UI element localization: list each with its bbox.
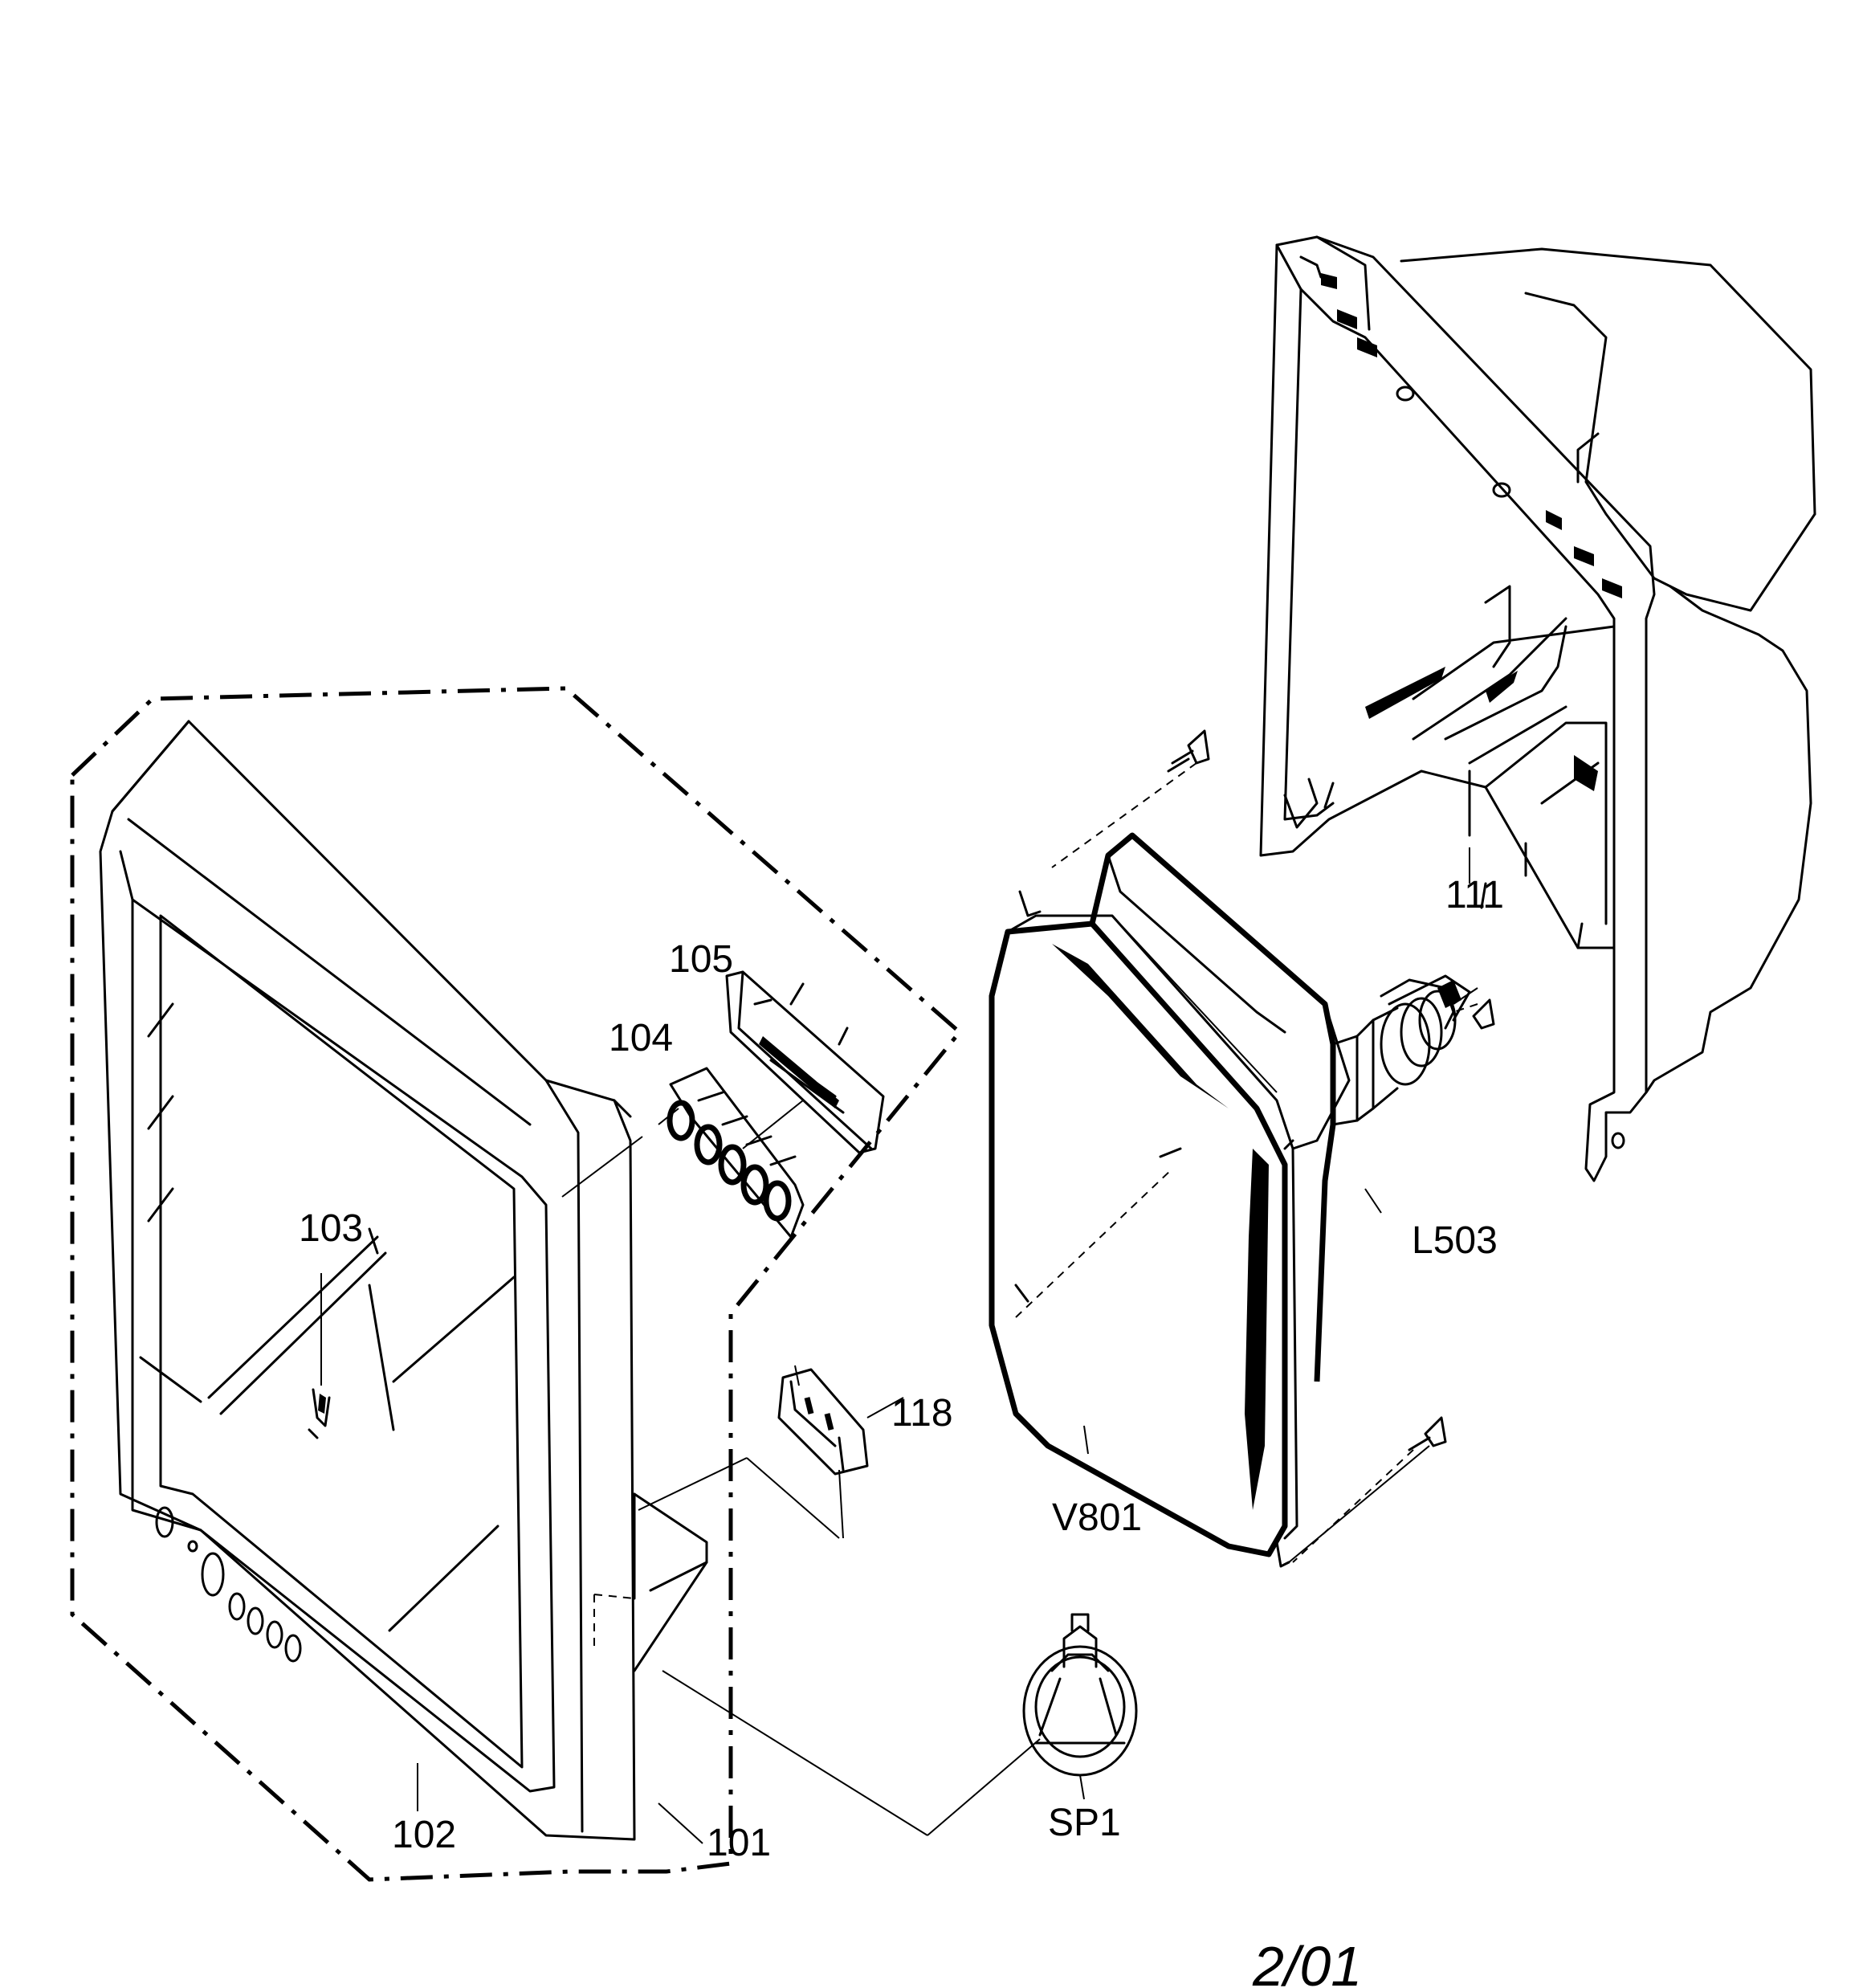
label-SP1: SP1 — [1048, 1802, 1121, 1844]
rear-cover-111 — [1259, 235, 1816, 1182]
part-118-clip — [638, 1365, 869, 1539]
part-103-bracket — [308, 1273, 331, 1439]
part-105-control-board — [725, 970, 885, 1154]
label-118: 118 — [891, 1392, 953, 1435]
label-103: 103 — [299, 1207, 363, 1250]
label-111: 111 — [1445, 874, 1504, 916]
label-105: 105 — [669, 938, 733, 981]
footer-date: 2/01 — [1252, 1935, 1362, 1988]
leader-lines — [417, 847, 1470, 1844]
front-cabinet-assembly-boundary — [70, 686, 963, 1882]
label-101: 101 — [707, 1822, 771, 1864]
cabinet-base — [593, 1492, 708, 1672]
label-V801: V801 — [1052, 1496, 1142, 1539]
picture-tube-v801 — [989, 832, 1478, 1568]
speaker-sp1 — [927, 1613, 1138, 1836]
label-L503: L503 — [1412, 1219, 1498, 1262]
tube-mounting-screws — [1051, 729, 1495, 1563]
front-cabinet — [99, 720, 636, 1841]
label-102: 102 — [392, 1814, 456, 1856]
label-104: 104 — [609, 1017, 673, 1059]
part-104-button-cluster — [561, 1067, 805, 1239]
